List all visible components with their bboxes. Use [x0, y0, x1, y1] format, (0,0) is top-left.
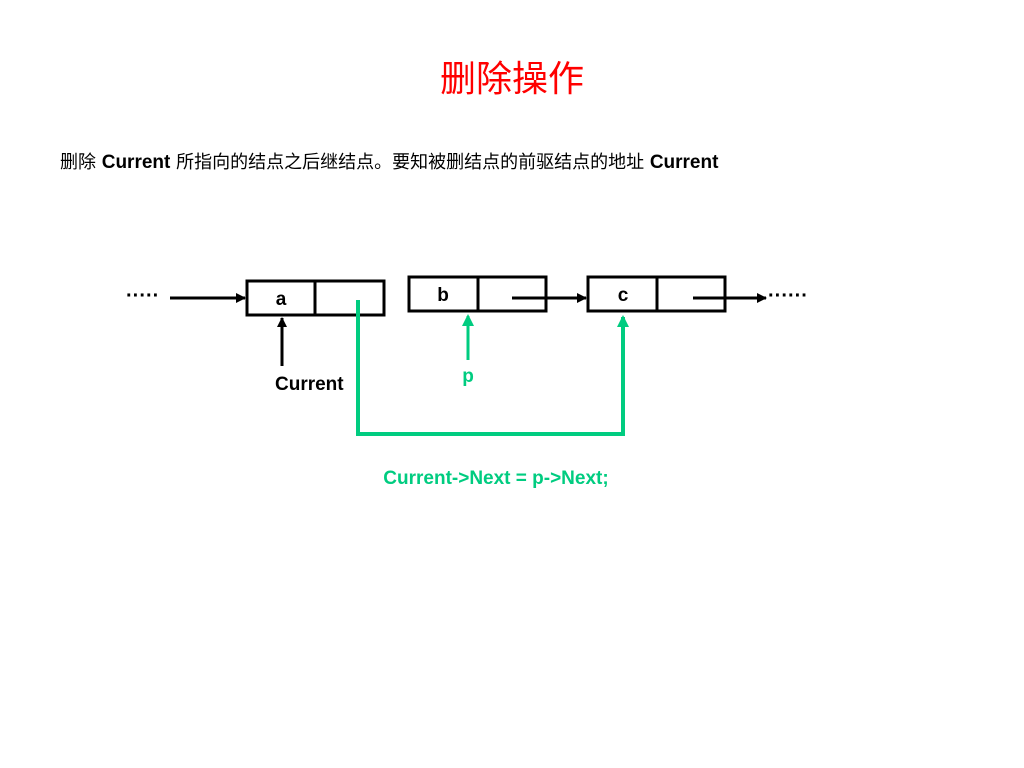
desc-part-2: 所指向的结点之后继结点。要知被删结点的前驱结点的地址 [170, 152, 650, 173]
node-c: c [586, 275, 727, 313]
desc-current-2: Current [649, 152, 719, 173]
ellipsis-right: ······ [768, 285, 808, 307]
reroute-link-arrow [356, 300, 629, 436]
ellipsis-left: ····· [126, 285, 159, 307]
current-pointer-label: Current [275, 374, 344, 395]
slide-title: 删除操作 [439, 59, 584, 100]
code-statement: Current->Next = p->Next; [383, 468, 608, 489]
node-a: a [245, 279, 386, 317]
node-b-label: b [437, 285, 449, 306]
desc-current-1: Current [101, 152, 171, 173]
node-b: b [407, 275, 548, 313]
desc-part-1: 删除 [60, 152, 102, 173]
description-text: 删除 Current 所指向的结点之后继结点。要知被删结点的前驱结点的地址 Cu… [60, 148, 718, 174]
node-c-label: c [618, 285, 629, 306]
node-a-label: a [276, 289, 287, 310]
p-pointer-label: p [462, 366, 474, 387]
